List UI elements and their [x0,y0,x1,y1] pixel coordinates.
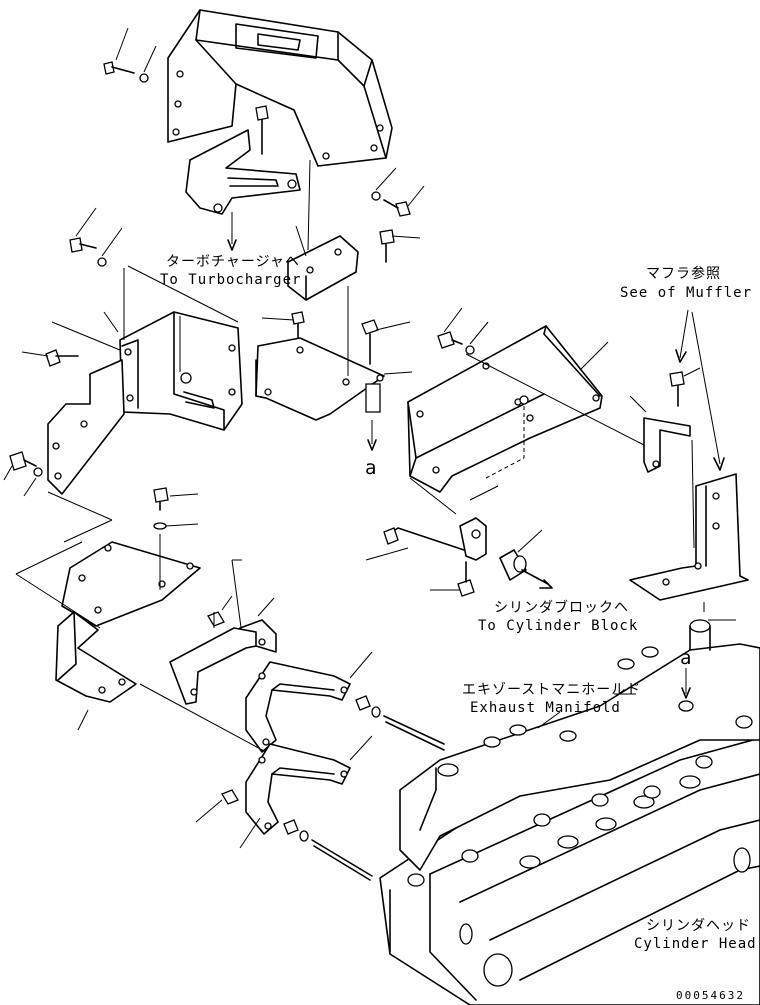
reference-mark-a-engine: a [680,647,692,669]
turbo-support-bracket [287,235,359,301]
manifold-bracket-1 [169,611,277,705]
part-number: 00054632 [676,989,745,1002]
muffler-bracket-small [643,417,691,473]
manifold-bracket-2 [245,661,351,753]
center-plate [255,337,385,421]
spacer-clamp [383,517,527,597]
exhaust-manifold-label-en: Exhaust Manifold [470,700,621,716]
reference-mark-a-center: a [365,457,377,479]
exhaust-manifold-label-jp: エキゾーストマニホールド [462,682,642,698]
turbocharger-label-jp: ターボチャージャヘ [166,254,300,270]
left-side-plate [47,359,125,495]
exhaust-manifold [399,619,760,871]
lower-left-bracket [55,611,137,703]
cylinder-block-label-en: To Cylinder Block [478,618,639,634]
lower-left-plate [61,541,201,627]
left-bolts [3,349,79,497]
top-bolts [69,27,425,267]
cylinder-head-label-en: Cylinder Head [634,936,757,952]
muffler-bracket-tall [629,473,749,601]
manifold-bracket-3 [245,743,351,835]
upper-left-bracket [185,129,301,215]
muffler-label-en: See of Muffler [620,285,753,301]
cylinder-head-label-jp: シリンダヘッド [646,918,751,934]
turbocharger-label-en: To Turbocharger [160,272,302,288]
cylinder-block-label-jp: シリンダブロックヘ [494,600,629,616]
left-main-bracket [119,311,243,431]
cylinder-head [379,689,760,1005]
top-heat-shield [167,9,393,167]
muffler-label-jp: マフラ参照 [646,266,721,282]
studs-nuts [283,695,445,881]
